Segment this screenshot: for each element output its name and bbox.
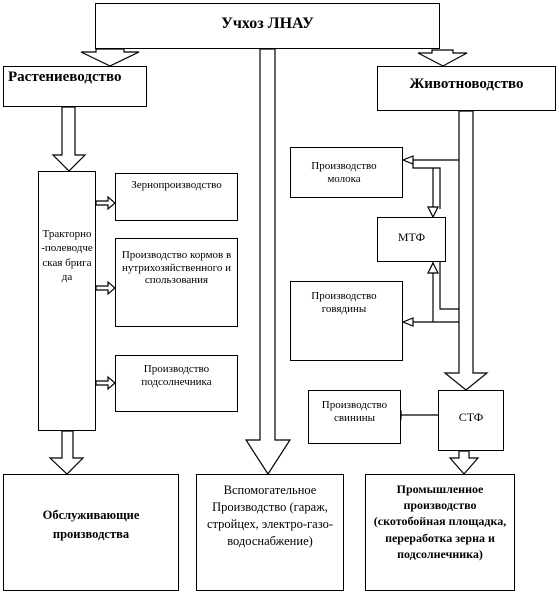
dairy-label: Производство молока	[311, 160, 377, 185]
brigade-label: Тракторно-полеводческая бригада	[41, 228, 93, 283]
grain-label: Зернопроизводство	[131, 179, 222, 191]
arrowhead-to-dairy	[401, 155, 414, 165]
arrowhead-mtf-up	[427, 261, 439, 274]
root-title: Учхоз ЛНАУ	[221, 15, 314, 32]
arrowhead-to-beef	[401, 317, 414, 327]
livestock-title: Животноводство	[409, 76, 524, 92]
grain-box	[115, 173, 238, 221]
industrial-box	[365, 474, 515, 591]
arrow-to-auxiliary	[244, 48, 292, 476]
brigade-box	[38, 171, 96, 431]
fodder-box	[115, 238, 238, 327]
arrow-crop-to-brigade	[51, 106, 87, 172]
arrow-to-crop	[80, 48, 140, 67]
livestock-box	[377, 66, 556, 111]
beef-label: Производство говядины	[311, 290, 377, 315]
service-label: Обслуживающие производства	[42, 508, 140, 541]
line-mtf-to-beef	[439, 262, 459, 310]
fodder-label: Производство кормов внутрихозяйственного…	[121, 249, 232, 287]
arrow-brigade-to-service	[48, 430, 85, 475]
service-box	[3, 474, 179, 591]
beef-box	[290, 281, 403, 361]
arrow-to-fodder	[95, 280, 116, 296]
mtf-box	[377, 217, 446, 262]
industrial-label: Промышленное производство (скотобойная п…	[373, 482, 507, 561]
arrow-to-sunflower	[95, 375, 116, 391]
dairy-box	[290, 147, 403, 198]
line-livestock-to-mtf	[412, 159, 459, 209]
pork-box	[308, 390, 401, 444]
arrow-to-grain	[95, 195, 116, 211]
auxiliary-box	[196, 474, 344, 591]
auxiliary-label: Вспомогательное Производство (гараж, стр…	[207, 483, 333, 548]
pork-label: Производство свинины	[321, 399, 388, 424]
stf-box	[438, 390, 504, 451]
sunflower-label: Производство подсолнечника	[141, 363, 212, 388]
arrow-to-livestock	[417, 49, 468, 67]
mtf-label: МТФ	[397, 230, 426, 244]
stf-label: СТФ	[458, 410, 484, 424]
root-box	[95, 3, 440, 49]
sunflower-box	[115, 355, 238, 412]
crop-box	[3, 66, 147, 107]
arrow-stf-to-industrial	[448, 450, 480, 475]
crop-title: Растениеводство	[8, 69, 122, 85]
arrow-livestock-to-stf	[443, 110, 489, 391]
arrowhead-to-mtf	[427, 206, 439, 219]
